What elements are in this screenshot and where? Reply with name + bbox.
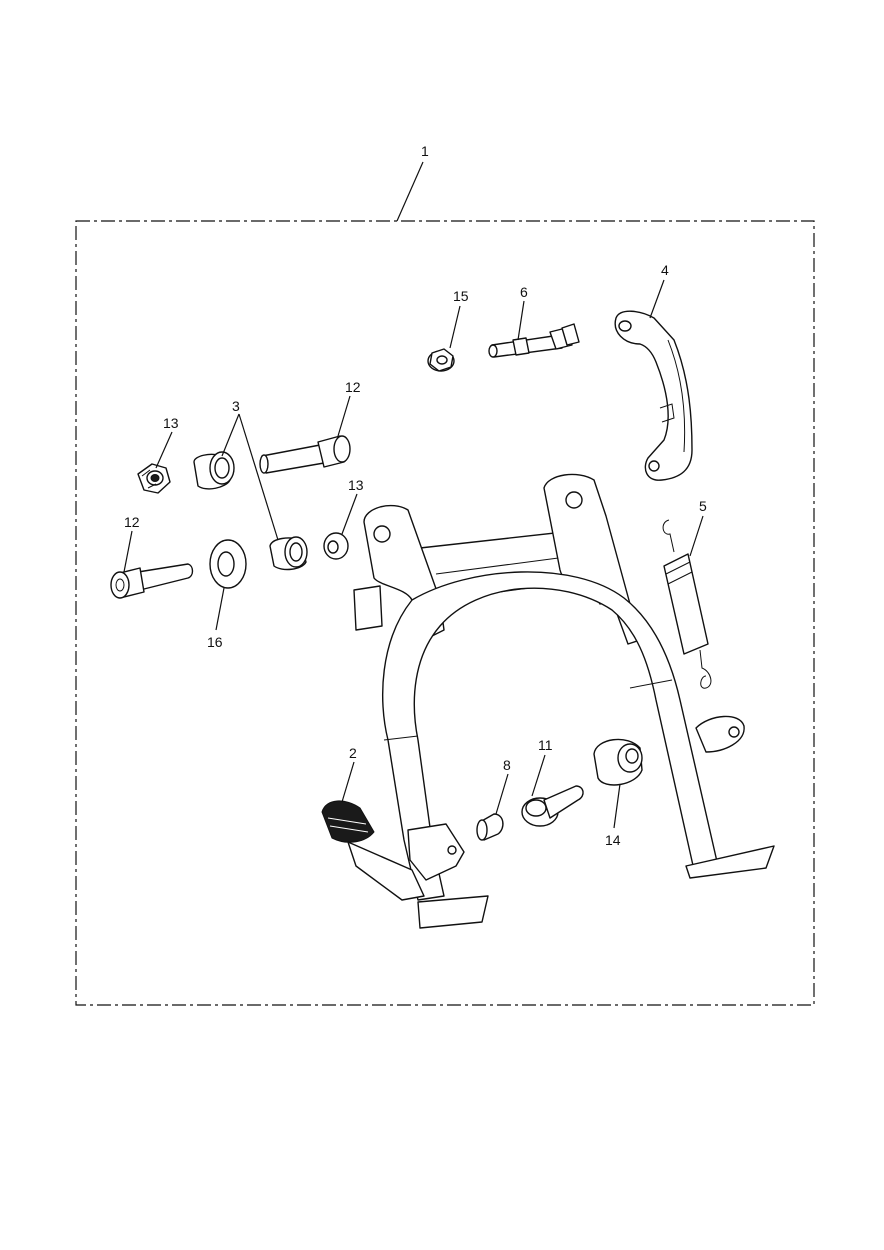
- kit-boundary-frame: [75, 220, 815, 1006]
- part-3-bush-lower[interactable]: [269, 536, 308, 571]
- callout-12-upper: 12: [345, 379, 361, 395]
- callout-15: 15: [453, 288, 469, 304]
- callout-labels: 1 15 6 4 5 3 12 13 13 12 16 2 8 11 14: [124, 143, 707, 848]
- callout-3: 3: [232, 398, 240, 414]
- part-15-flange-nut[interactable]: [427, 348, 455, 372]
- part-13-nut-upper[interactable]: [137, 463, 171, 494]
- part-6-adjuster-bolt[interactable]: [488, 323, 580, 358]
- callout-8: 8: [503, 757, 511, 773]
- callout-11: 11: [538, 737, 553, 753]
- callout-16: 16: [207, 634, 223, 650]
- leader-lines: [123, 161, 704, 829]
- callout-2: 2: [349, 745, 357, 761]
- part-13-nut-lower[interactable]: [323, 532, 349, 560]
- part-8-pin[interactable]: [476, 813, 504, 841]
- part-11-stop-bolt[interactable]: [521, 785, 584, 827]
- callout-5: 5: [699, 498, 707, 514]
- callout-13-lower: 13: [348, 477, 364, 493]
- callout-12-lower: 12: [124, 514, 140, 530]
- callout-4: 4: [661, 262, 669, 278]
- part-5-spring[interactable]: [662, 519, 712, 689]
- part-12-cap-screw-upper[interactable]: [259, 435, 351, 474]
- callout-1: 1: [421, 143, 429, 159]
- part-12-cap-screw-lower[interactable]: [110, 563, 194, 599]
- callout-6: 6: [520, 284, 528, 300]
- part-2-foot-lever[interactable]: [321, 800, 465, 901]
- part-4-bracket[interactable]: [614, 310, 693, 481]
- part-16-washer[interactable]: [209, 539, 247, 589]
- callout-13-upper: 13: [163, 415, 179, 431]
- part-14-rubber-buffer[interactable]: [593, 738, 643, 786]
- part-3-bush-upper[interactable]: [193, 451, 235, 490]
- callout-14: 14: [605, 832, 621, 848]
